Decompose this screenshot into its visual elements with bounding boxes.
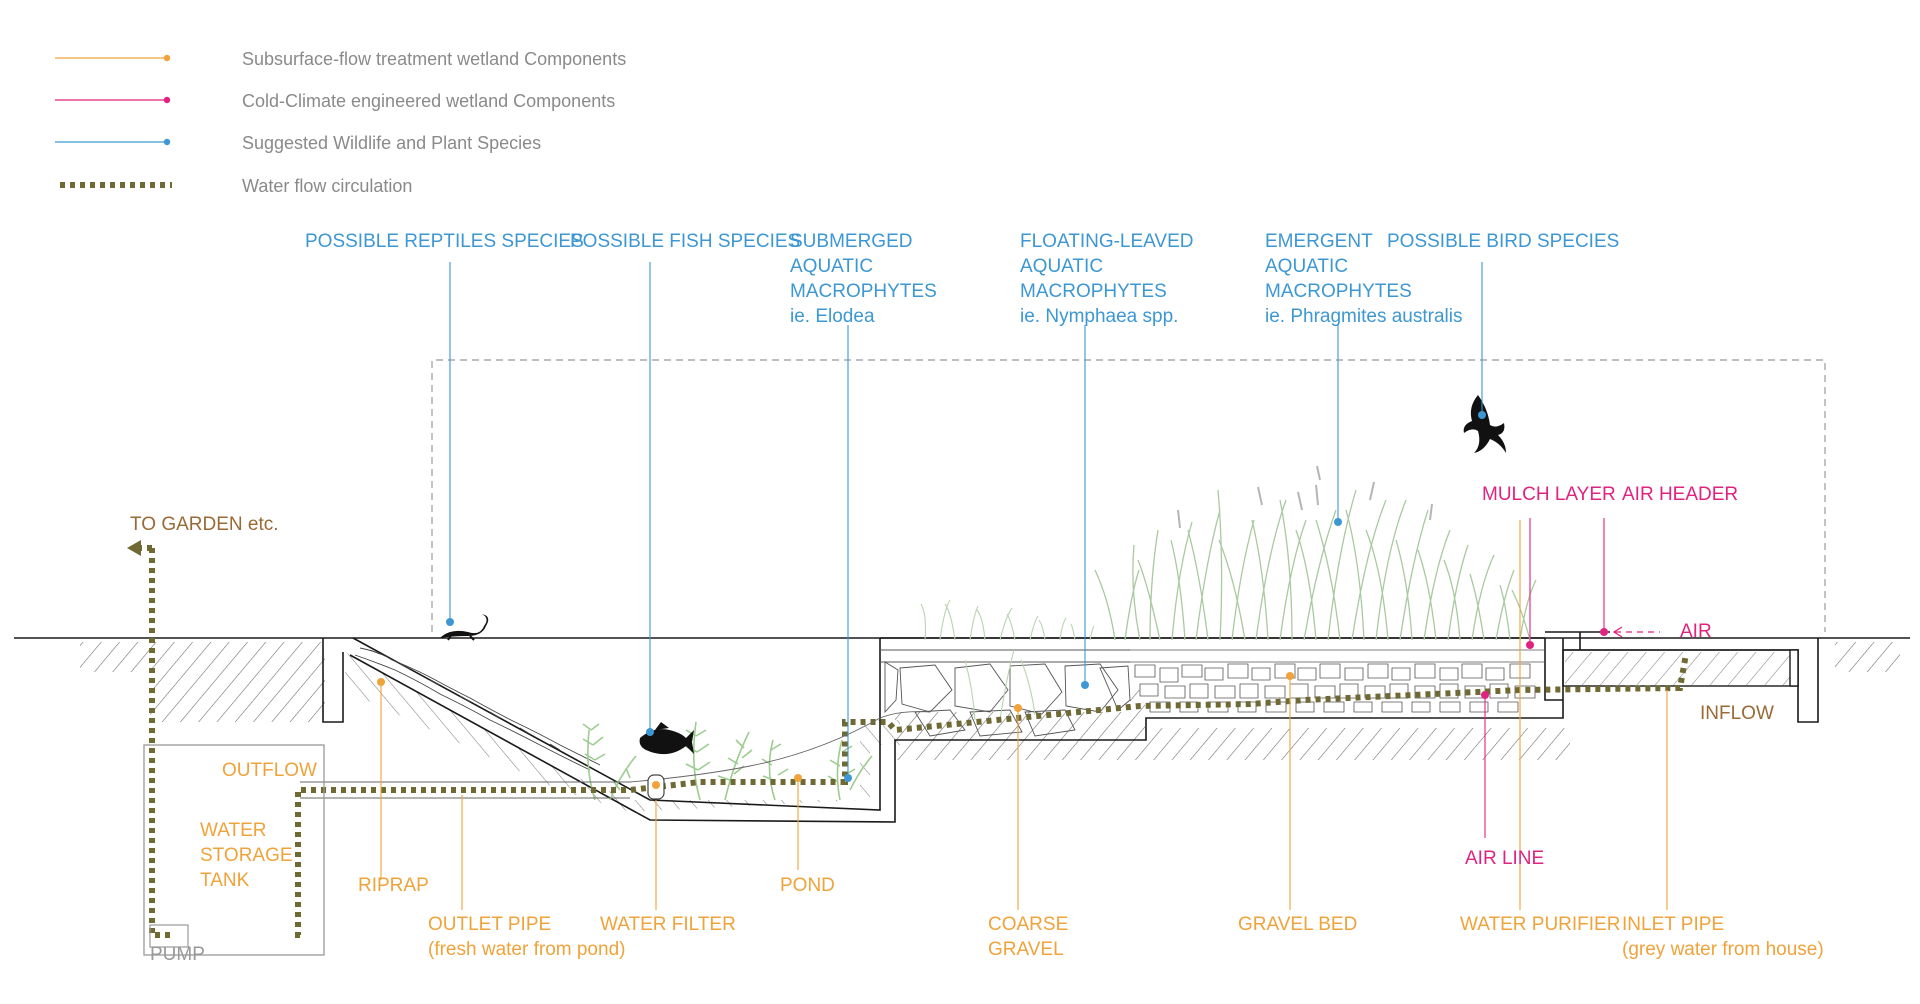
riprap-stones	[354, 647, 601, 771]
label-inflow: INFLOW	[1700, 703, 1774, 724]
label-air-header: AIR HEADER	[1622, 484, 1738, 505]
to-garden-arrow	[127, 540, 141, 556]
pump-box	[149, 924, 189, 948]
legend-label-subsurface: Subsurface-flow treatment wetland Compon…	[242, 49, 626, 69]
outlet-pipe-lines	[300, 711, 931, 799]
svg-text:EMERGENT: EMERGENT	[1265, 231, 1373, 252]
legend: Subsurface-flow treatment wetland Compon…	[55, 49, 626, 196]
label-floating: FLOATING-LEAVED AQUATIC MACROPHYTES ie. …	[1020, 231, 1194, 327]
svg-text:MACROPHYTES: MACROPHYTES	[1020, 281, 1167, 302]
label-submerged: SUBMERGED AQUATIC MACROPHYTES ie. Elodea	[790, 231, 937, 327]
coarse-gravel-fill	[880, 649, 1131, 737]
wetland-cell-outline	[431, 359, 1826, 632]
svg-text:(grey water from house): (grey water from house)	[1622, 939, 1824, 960]
bird-icon	[1463, 395, 1506, 453]
label-air-line: AIR LINE	[1465, 848, 1544, 869]
leader-lines	[380, 262, 1668, 910]
svg-text:AQUATIC: AQUATIC	[1020, 256, 1103, 277]
lizard-icon	[440, 614, 489, 641]
soil-hatching	[80, 642, 1900, 812]
svg-text:COARSE: COARSE	[988, 914, 1068, 935]
svg-text:AQUATIC: AQUATIC	[790, 256, 873, 277]
legend-item-subsurface: Subsurface-flow treatment wetland Compon…	[55, 49, 626, 69]
legend-label-wildlife: Suggested Wildlife and Plant Species	[242, 133, 541, 153]
svg-text:ie. Elodea: ie. Elodea	[790, 306, 875, 327]
label-fish: POSSIBLE FISH SPECIES	[570, 231, 800, 252]
label-water-purifier: WATER PURIFIER	[1460, 914, 1620, 935]
svg-text:(fresh water from pond): (fresh water from pond)	[428, 939, 625, 960]
label-water-filter: WATER FILTER	[600, 914, 736, 935]
leader-dots	[377, 411, 1608, 789]
svg-text:TANK: TANK	[200, 870, 250, 891]
ground-structure	[14, 631, 1910, 823]
label-water-storage-tank: WATER STORAGE TANK	[200, 820, 293, 891]
svg-text:OUTLET PIPE: OUTLET PIPE	[428, 914, 551, 935]
svg-text:MACROPHYTES: MACROPHYTES	[790, 281, 937, 302]
air-arrow	[1612, 626, 1660, 638]
label-coarse-gravel: COARSE GRAVEL	[988, 914, 1068, 960]
label-emergent: EMERGENT AQUATIC MACROPHYTES ie. Phragmi…	[1265, 231, 1462, 327]
svg-text:WATER: WATER	[200, 820, 267, 841]
label-pond: POND	[780, 875, 835, 896]
svg-text:SUBMERGED: SUBMERGED	[790, 231, 912, 252]
label-air: AIR	[1680, 621, 1712, 642]
label-inlet-pipe: INLET PIPE (grey water from house)	[1622, 914, 1824, 960]
label-pump: PUMP	[150, 944, 205, 965]
label-gravel-bed: GRAVEL BED	[1238, 914, 1357, 935]
gravel-bed-fill	[1130, 649, 1545, 713]
label-mulch-layer: MULCH LAYER	[1482, 484, 1616, 505]
legend-label-water-flow: Water flow circulation	[242, 176, 412, 196]
grass-seedheads	[1177, 465, 1433, 529]
svg-text:STORAGE: STORAGE	[200, 845, 293, 866]
legend-item-wildlife: Suggested Wildlife and Plant Species	[55, 133, 541, 153]
svg-text:INLET PIPE: INLET PIPE	[1622, 914, 1724, 935]
legend-label-cold-climate: Cold-Climate engineered wetland Componen…	[242, 91, 615, 111]
label-bird: POSSIBLE BIRD SPECIES	[1387, 231, 1619, 252]
water-storage-tank	[143, 744, 325, 956]
label-outlet-pipe: OUTLET PIPE (fresh water from pond)	[428, 914, 625, 960]
svg-text:FLOATING-LEAVED: FLOATING-LEAVED	[1020, 231, 1194, 252]
legend-item-water-flow: Water flow circulation	[60, 176, 412, 196]
emergent-grasses	[1094, 489, 1537, 641]
label-riprap: RIPRAP	[358, 875, 429, 896]
pond-ferns	[582, 721, 873, 801]
coarse-bed-reeds	[920, 599, 1095, 721]
fish-icon	[639, 722, 694, 755]
label-outflow: OUTFLOW	[222, 760, 317, 781]
legend-item-cold-climate: Cold-Climate engineered wetland Componen…	[55, 91, 615, 111]
label-to-garden: TO GARDEN etc.	[130, 514, 279, 535]
svg-text:GRAVEL: GRAVEL	[988, 939, 1064, 960]
svg-text:ie. Phragmites australis: ie. Phragmites australis	[1265, 306, 1462, 327]
svg-text:MACROPHYTES: MACROPHYTES	[1265, 281, 1412, 302]
svg-text:ie. Nymphaea spp.: ie. Nymphaea spp.	[1020, 306, 1178, 327]
inflow-chamber	[1562, 649, 1799, 687]
label-reptiles: POSSIBLE REPTILES SPECIES	[305, 231, 584, 252]
svg-text:AQUATIC: AQUATIC	[1265, 256, 1348, 277]
labels: POSSIBLE REPTILES SPECIES POSSIBLE FISH …	[130, 231, 1824, 965]
